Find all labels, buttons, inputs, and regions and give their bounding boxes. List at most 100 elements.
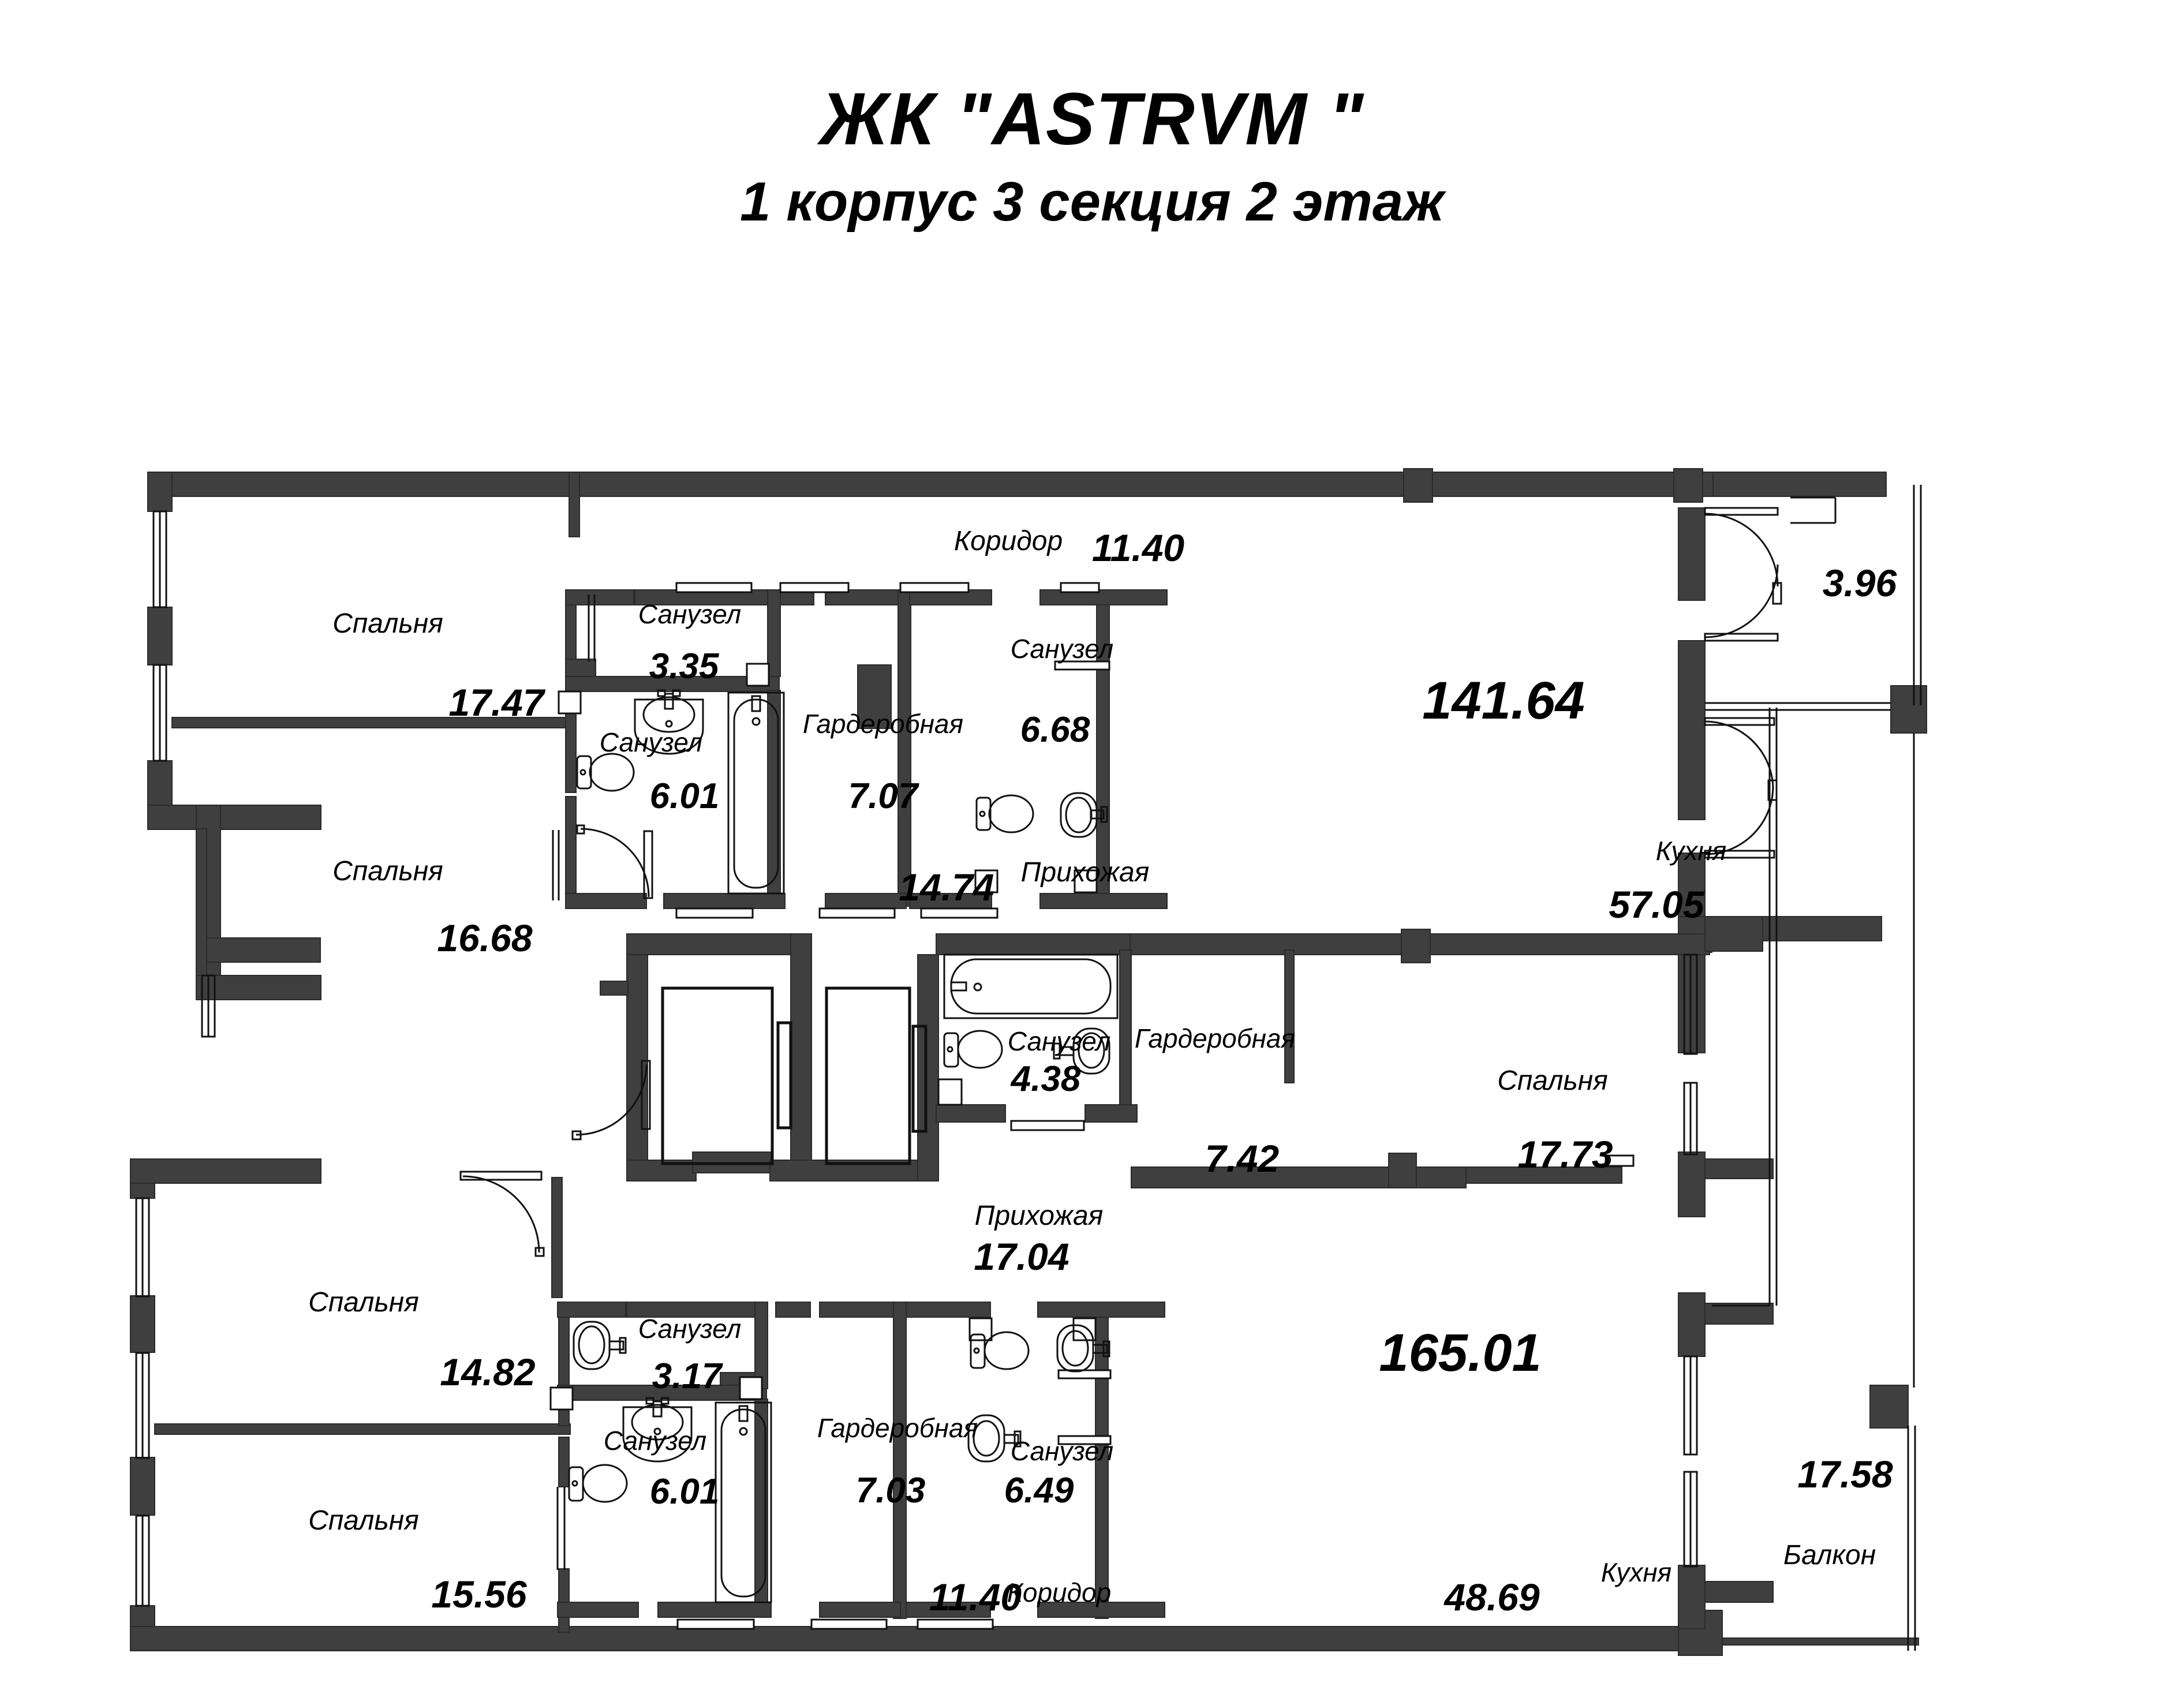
- room-name-r20: Санузел: [1011, 1436, 1114, 1466]
- room-area-r21: 15.56: [431, 1573, 527, 1616]
- wall-bath649-top: [1037, 1302, 1165, 1318]
- room-name-r24: Балкон: [1783, 1540, 1876, 1571]
- wall-bath335-top: [565, 589, 634, 605]
- room-name-r16: Спальня: [308, 1287, 419, 1318]
- wall-kitchen-right-lower: [1678, 853, 1706, 921]
- elevator-cabin-1: [661, 986, 792, 1165]
- room-name-r08: Прихожая: [1021, 857, 1150, 888]
- wall-core-left-vert: [626, 933, 648, 1177]
- room-area-r18: 6.01: [650, 1472, 720, 1512]
- room-name-r23: Кухня: [1601, 1557, 1671, 1587]
- room-name-r05: Гардеробная: [803, 709, 963, 739]
- toilet-icon-649a: [970, 1331, 1030, 1370]
- wall-mid-horiz-left2: [196, 975, 321, 1000]
- door-bedroom-14-82: [459, 1171, 545, 1257]
- room-area-r02: 16.68: [437, 917, 532, 959]
- door-bedroom-16-68: [576, 824, 653, 899]
- wall-bath649-bottom: [1037, 1602, 1165, 1618]
- toilet-icon-601b: [568, 1464, 628, 1503]
- room-area-r05: 7.07: [848, 776, 919, 816]
- window-left-2: [152, 664, 167, 762]
- wall-top-outer: [147, 472, 1714, 497]
- room-name-r07: Коридор: [954, 526, 1063, 556]
- door-entry-1: [1704, 507, 1782, 605]
- room-area-r01: 17.47: [448, 681, 545, 724]
- elevator-cabin-2: [825, 986, 928, 1165]
- wall-bath438-right-vert: [1119, 949, 1132, 1121]
- bathtub-icon-601b: [715, 1401, 772, 1603]
- wall-left-lower-c: [130, 1457, 155, 1516]
- room-name-r22: Коридор: [1007, 1577, 1111, 1607]
- toilet-icon-438: [943, 1030, 1003, 1069]
- room-area-r04: 6.01: [650, 776, 720, 816]
- wall-bath335-bottom: [565, 676, 780, 692]
- wall-bath317-top: [557, 1302, 626, 1318]
- room-name-r17: Санузел: [638, 1314, 742, 1344]
- door-leaf-set-top: [675, 582, 1110, 919]
- room-area-r13: 7.42: [1205, 1137, 1280, 1180]
- wall-wardrobe742-bot-ext: [1465, 1166, 1622, 1184]
- wall-right-lower-col-a: [1678, 1292, 1706, 1357]
- wall-right-mid-col-b: [1678, 1151, 1706, 1217]
- wall-bath601-bottom2: [663, 893, 786, 909]
- wall-bath601b-bottom2: [657, 1602, 772, 1618]
- room-area-r12: 17.73: [1517, 1133, 1613, 1176]
- room-area-r16: 14.82: [440, 1351, 535, 1393]
- window-left-3: [201, 974, 216, 1038]
- room-area-r03: 3.35: [649, 646, 720, 686]
- wall-ward703-top: [819, 1302, 901, 1318]
- wall-wardrobe707-bottom: [825, 893, 907, 909]
- window-right-1: [1683, 954, 1698, 1055]
- wall-right-col-upper: [1704, 916, 1763, 952]
- room-area-r06: 6.68: [1020, 710, 1090, 750]
- wall-bath668-top: [1039, 589, 1168, 605]
- wall-bedroom-divider-lower: [154, 1423, 571, 1435]
- apartment-area-bottom: 165.01: [1379, 1323, 1541, 1382]
- door-entry-4: [1704, 717, 1775, 790]
- room-area-r10: 3.96: [1823, 562, 1898, 604]
- room-name-r12: Спальня: [1497, 1065, 1608, 1096]
- wall-bath-right-vert: [767, 589, 781, 677]
- window-left-5: [135, 1352, 150, 1459]
- wall-right-lower-col-b: [1678, 1565, 1706, 1629]
- wall-corridor-stub: [569, 472, 580, 537]
- wall-mid-horiz-left: [130, 1158, 321, 1184]
- sink-icon-601b: [622, 1397, 693, 1463]
- window-left-6: [135, 1515, 150, 1607]
- window-right-2: [1683, 1082, 1698, 1156]
- wall-core-mid-vert: [790, 933, 812, 1177]
- door-bedroom-16-68-lower: [588, 595, 596, 661]
- wall-kitchen-right-mid: [1678, 640, 1706, 820]
- wall-right-lower-spur: [1704, 1581, 1774, 1603]
- wall-bedroom-lower-vert2: [558, 1437, 570, 1487]
- room-area-r15: 17.04: [974, 1235, 1069, 1278]
- wall-right-mid-col-a: [1678, 954, 1706, 1053]
- room-area-r09: 57.05: [1609, 883, 1704, 926]
- title-block: ЖК "ASTRVM " 1 корпус 3 секция 2 этаж: [0, 80, 2184, 235]
- wall-left-upper-a: [147, 472, 173, 512]
- room-name-r06: Санузел: [1011, 634, 1114, 664]
- window-right-3: [1683, 1355, 1698, 1456]
- wall-bath438-bottom2: [1084, 1104, 1138, 1123]
- sink-icon-649a: [967, 1414, 1022, 1463]
- room-name-r19: Гардеробная: [817, 1413, 978, 1443]
- wall-ward703-top2: [906, 1302, 991, 1318]
- room-area-r24: 17.58: [1797, 1453, 1893, 1495]
- wall-bath668-bottom: [1039, 893, 1168, 909]
- room-name-r15: Прихожая: [975, 1201, 1104, 1231]
- room-area-r22: 11.40: [929, 1576, 1022, 1618]
- door-entry-2: [1704, 564, 1779, 642]
- wall-ward703-bottom2: [906, 1602, 991, 1618]
- balcony-lower-outline: [1712, 708, 1916, 1651]
- door-leaf-bath438: [1010, 1120, 1085, 1131]
- door-bedroom-15-56: [556, 1487, 566, 1570]
- room-name-r02: Спальня: [332, 856, 443, 887]
- wall-wardrobe707-door-block: [857, 664, 892, 729]
- wall-bedroom-lower-right-vert: [565, 796, 577, 901]
- wall-core-right-vert: [917, 954, 939, 1181]
- wall-bedroom-door-jamb: [551, 1177, 563, 1298]
- wall-right-col-lower: [1704, 1303, 1774, 1325]
- labels-layer: Спальня Спальня Санузел Санузел Гардероб…: [308, 526, 1897, 1618]
